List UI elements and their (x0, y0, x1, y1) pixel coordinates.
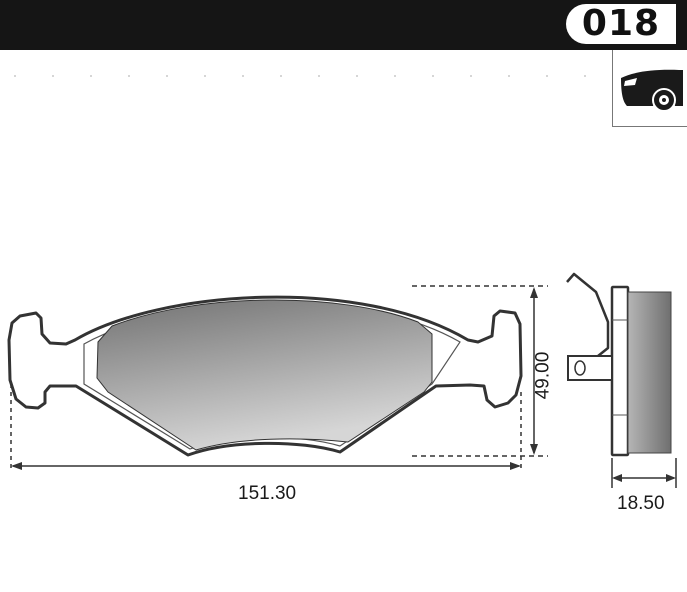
width-arrow-right (510, 462, 521, 470)
side-view-connector-hole (574, 360, 586, 376)
thickness-arrow-right (666, 474, 676, 482)
vehicle-type-box (612, 50, 687, 127)
width-arrow-left (11, 462, 22, 470)
thickness-arrow-left (612, 474, 622, 482)
height-arrow-top (530, 287, 538, 298)
width-dimension-label: 151.30 (238, 483, 297, 504)
thickness-dimension-label: 18.50 (617, 493, 665, 514)
side-view-backing-plate (610, 285, 630, 457)
side-view-friction (627, 291, 672, 454)
product-code-badge: 018 (566, 4, 676, 44)
product-code: 018 (581, 3, 661, 44)
car-front-wheel-icon (621, 69, 683, 112)
height-arrow-bottom (530, 444, 538, 455)
friction-material (96, 299, 433, 451)
side-view-clip (566, 272, 610, 357)
height-dimension-label: 49.00 (532, 351, 554, 400)
